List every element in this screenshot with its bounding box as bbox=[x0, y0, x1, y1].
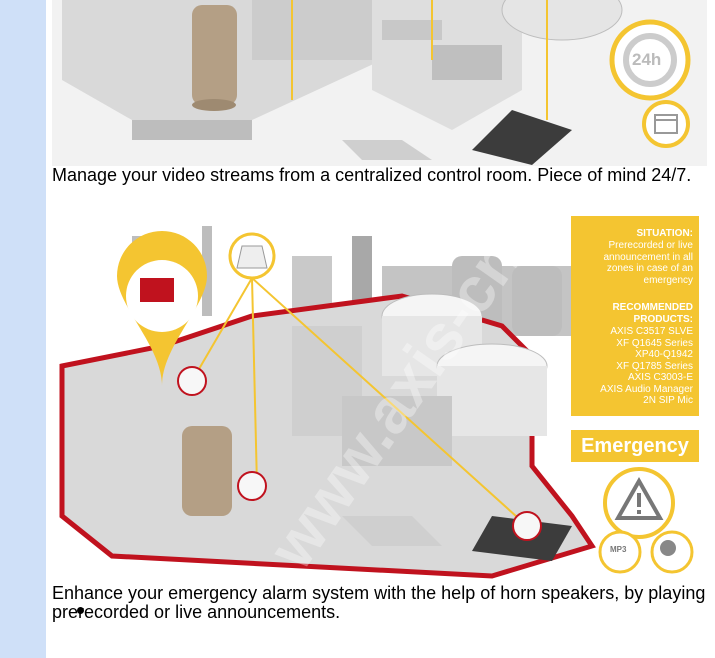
product-item: 2N SIP Mic bbox=[643, 395, 693, 406]
situation-info-box: SITUATION: Prerecorded or live announcem… bbox=[571, 216, 699, 416]
content-panel-bottom: SITUATION: Prerecorded or live announcem… bbox=[46, 214, 715, 658]
mp3-label: MP3 bbox=[610, 545, 627, 554]
mp3-player-icon bbox=[598, 530, 642, 574]
emergency-illustration: SITUATION: Prerecorded or live announcem… bbox=[52, 216, 707, 582]
situation-heading: SITUATION: bbox=[636, 228, 693, 239]
emergency-label: Emergency bbox=[571, 430, 699, 462]
badge-24h-label: 24h bbox=[632, 50, 662, 69]
industrial-plant-drawing-top bbox=[52, 0, 707, 166]
product-item: AXIS C3517 SLVE bbox=[610, 326, 693, 337]
list-bullet bbox=[77, 607, 84, 614]
products-heading: RECOMMENDED bbox=[612, 302, 693, 313]
product-item: AXIS C3003-E bbox=[627, 372, 693, 383]
monitor-icon bbox=[140, 278, 174, 302]
product-item: AXIS Audio Manager bbox=[600, 383, 693, 395]
situation-line: announcement in all bbox=[603, 251, 693, 263]
products-heading: PRODUCTS: bbox=[633, 313, 693, 325]
caption-emergency: Enhance your emergency alarm system with… bbox=[52, 583, 706, 622]
situation-line: zones in case of an bbox=[606, 263, 693, 274]
content-panel-top: 24h Manage your video streams from a cen… bbox=[46, 0, 715, 214]
situation-line: Prerecorded or live bbox=[608, 240, 693, 251]
situation-line: emergency bbox=[643, 274, 693, 286]
horn-speaker-icon bbox=[236, 245, 268, 269]
product-item: XP40-Q1942 bbox=[635, 349, 693, 360]
control-room-illustration: 24h bbox=[52, 0, 707, 166]
warning-icon bbox=[614, 476, 664, 520]
caption-control-room: Manage your video streams from a central… bbox=[52, 165, 692, 185]
product-item: XF Q1785 Series bbox=[616, 360, 693, 372]
product-item: XF Q1645 Series bbox=[616, 337, 693, 349]
calendar-icon bbox=[654, 114, 678, 134]
